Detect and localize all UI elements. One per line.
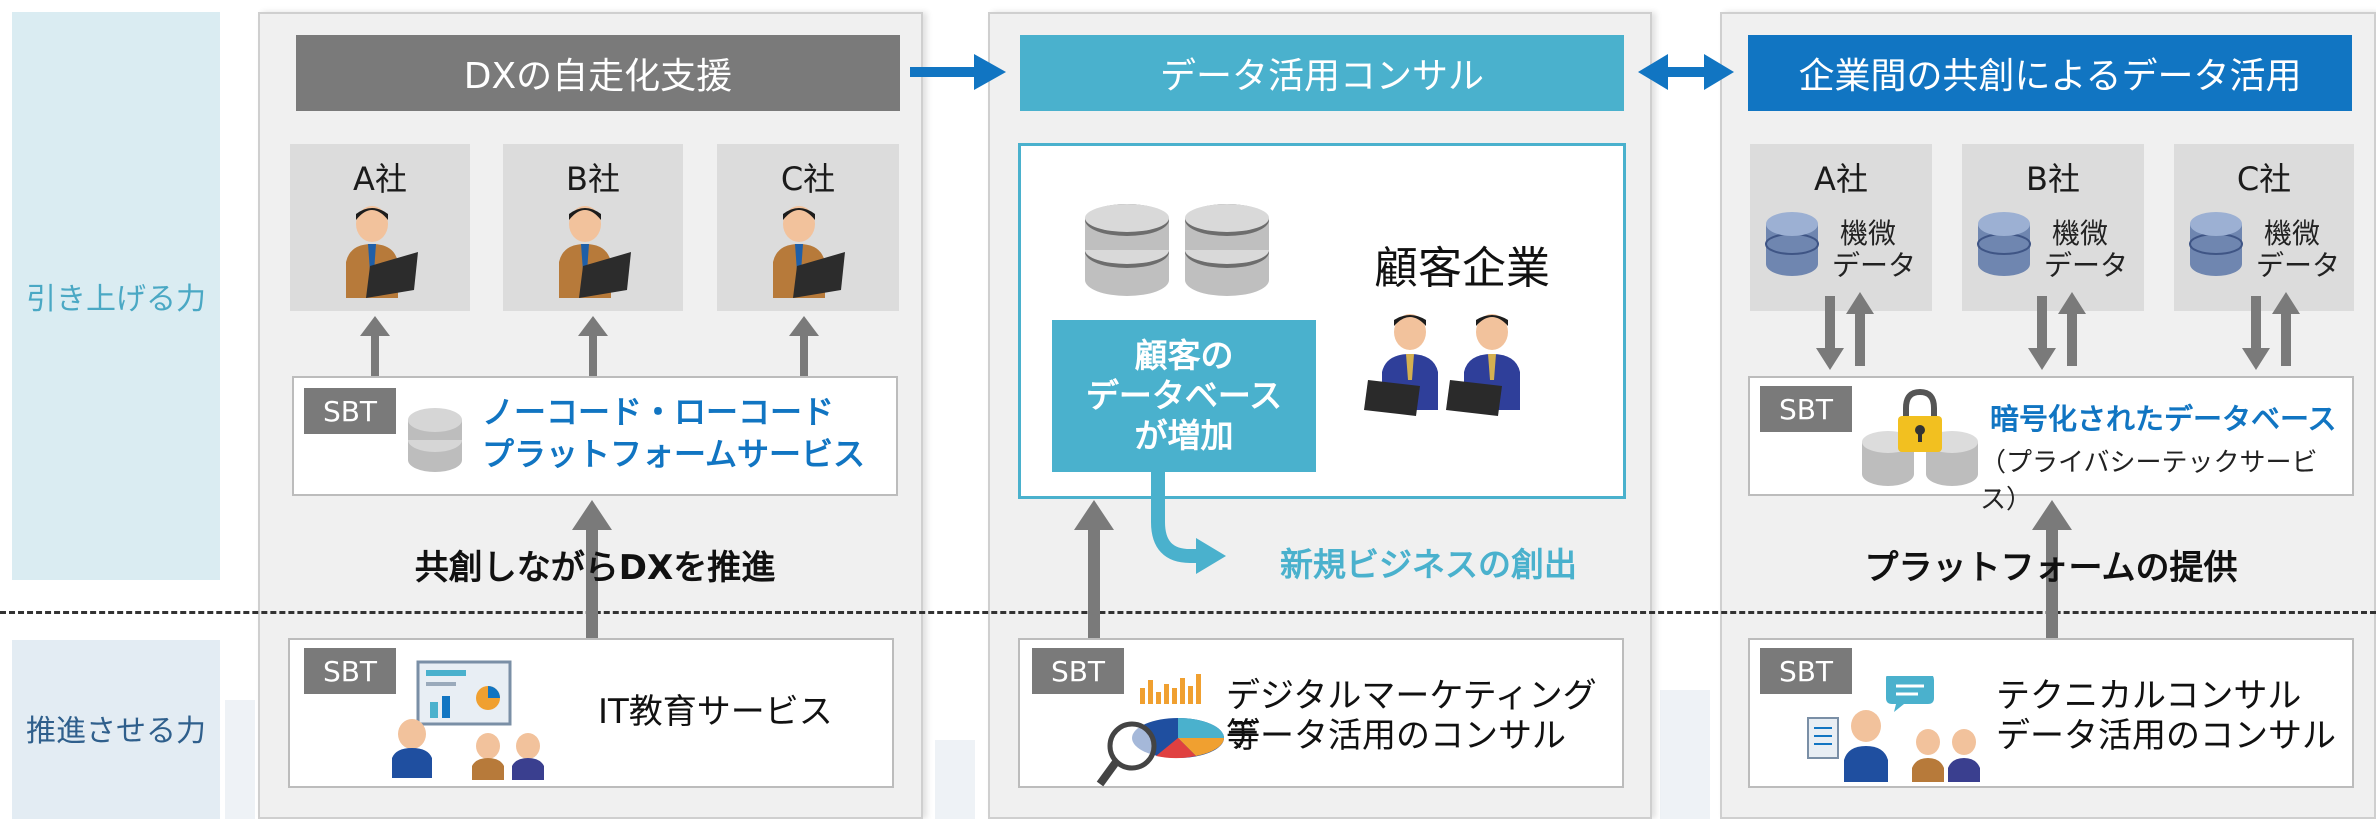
database-icon (408, 408, 462, 472)
up-arrow-icon (360, 316, 390, 376)
header-dx-support: DXの自走化支援 (296, 35, 900, 111)
up-arrow-icon (1074, 500, 1114, 640)
database-icon (2189, 212, 2243, 276)
person-laptop-icon (773, 206, 845, 298)
database-icon (1765, 212, 1819, 276)
technical-consult-line2: データ活用のコンサル (1996, 716, 2336, 756)
platform-title-line2: プラットフォームサービス (482, 435, 866, 473)
sbt-badge: SBT (304, 388, 396, 434)
company-c-data-box: C社 機微 データ (2174, 144, 2354, 311)
customer-db-growth-box: 顧客の データベース が増加 (1052, 320, 1316, 472)
driving-power-label: 推進させる力 (26, 714, 206, 749)
company-a-data-box: A社 機微 データ (1750, 144, 1932, 311)
sensitive-data-line1: 機微 (2264, 217, 2321, 250)
data-consult-service-box: SBT デジタルマーケティング等 データ活用のコンサル (1018, 638, 1624, 788)
up-arrow-icon (789, 316, 819, 376)
encrypted-db-box: SBT 暗号化されたデータベース （プライバシーテックサービス） (1748, 376, 2354, 515)
sensitive-data-line2: データ (2044, 249, 2129, 282)
person-laptop-icon (346, 206, 418, 298)
new-business-text: 新規ビジネスの創出 (1280, 545, 1577, 584)
company-c-box: C社 (717, 144, 899, 311)
business-people-icon (1364, 314, 1520, 416)
sensitive-data-line1: 機微 (1840, 217, 1897, 250)
encrypted-db-title: 暗号化されたデータベース (1990, 402, 2337, 436)
database-icon (1185, 204, 1269, 296)
platform-service-box: SBT ノーコード・ローコード プラットフォームサービス (292, 376, 898, 496)
building-decoration (1660, 690, 1710, 819)
locked-database-icon (1862, 388, 1978, 486)
platform-provision-text: プラットフォームの提供 (1864, 548, 2238, 588)
company-name: B社 (566, 160, 620, 198)
sensitive-data-line2: データ (2256, 249, 2341, 282)
sbt-badge: SBT (1760, 386, 1852, 432)
customer-company-title: 顧客企業 (1374, 243, 1550, 294)
company-a-box: A社 (290, 144, 470, 311)
database-icon (1085, 204, 1169, 296)
bidirectional-arrow-icon (1816, 292, 1874, 370)
header-co-creation: 企業間の共創によるデータ活用 (1748, 35, 2352, 111)
sbt-badge: SBT (1032, 648, 1124, 694)
it-education-label: IT教育サービス (598, 692, 833, 732)
it-education-box: SBT IT教育サービス (288, 638, 894, 788)
double-arrow-icon (1638, 54, 1734, 90)
company-b-data-box: B社 機微 データ (1962, 144, 2144, 311)
company-name: C社 (2236, 160, 2292, 198)
sensitive-data-line2: データ (1832, 249, 1917, 282)
header-data-consult: データ活用コンサル (1020, 35, 1624, 111)
bidirectional-arrow-icon (2242, 292, 2300, 370)
sensitive-data-line1: 機微 (2052, 217, 2109, 250)
consultant-icon (1807, 676, 1980, 782)
lower-band (12, 640, 220, 819)
bidirectional-arrow-icon (2028, 292, 2086, 370)
technical-consult-box: SBT テクニカルコンサル データ活用のコンサル (1748, 638, 2354, 788)
db-growth-line3: が増加 (1134, 416, 1234, 455)
company-name: C社 (780, 160, 836, 198)
co-creation-dx-text: 共創しながらDXを推進 (414, 548, 776, 588)
upper-band (12, 12, 220, 580)
curved-arrow-icon (1151, 470, 1226, 574)
company-name: A社 (353, 160, 407, 198)
data-consult-line2: データ活用のコンサル (1226, 716, 1566, 756)
company-name: A社 (1814, 160, 1868, 198)
up-arrow-icon (2032, 500, 2072, 640)
privacy-tech-subtitle: （プライバシーテックサービス） (1980, 448, 2318, 515)
building-decoration (225, 700, 255, 819)
sbt-badge: SBT (1760, 648, 1852, 694)
building-decoration (935, 740, 975, 819)
data-consult-line1: デジタルマーケティング等 (1226, 676, 1597, 756)
right-arrow-icon (910, 54, 1006, 90)
up-arrow-icon (578, 316, 608, 376)
person-laptop-icon (559, 206, 631, 298)
database-icon (1977, 212, 2031, 276)
divider-line (0, 611, 2376, 614)
db-growth-line2: データベース (1085, 376, 1283, 415)
analytics-icon (1096, 674, 1224, 787)
sbt-badge: SBT (304, 648, 396, 694)
company-b-box: B社 (503, 144, 683, 311)
up-arrow-icon (572, 500, 612, 640)
platform-title-line1: ノーコード・ローコード (482, 393, 835, 431)
presentation-icon (392, 660, 544, 780)
db-growth-line1: 顧客の (1134, 336, 1234, 375)
company-name: B社 (2026, 160, 2080, 198)
lifting-power-label: 引き上げる力 (26, 282, 206, 317)
technical-consult-line1: テクニカルコンサル (1996, 676, 2302, 716)
